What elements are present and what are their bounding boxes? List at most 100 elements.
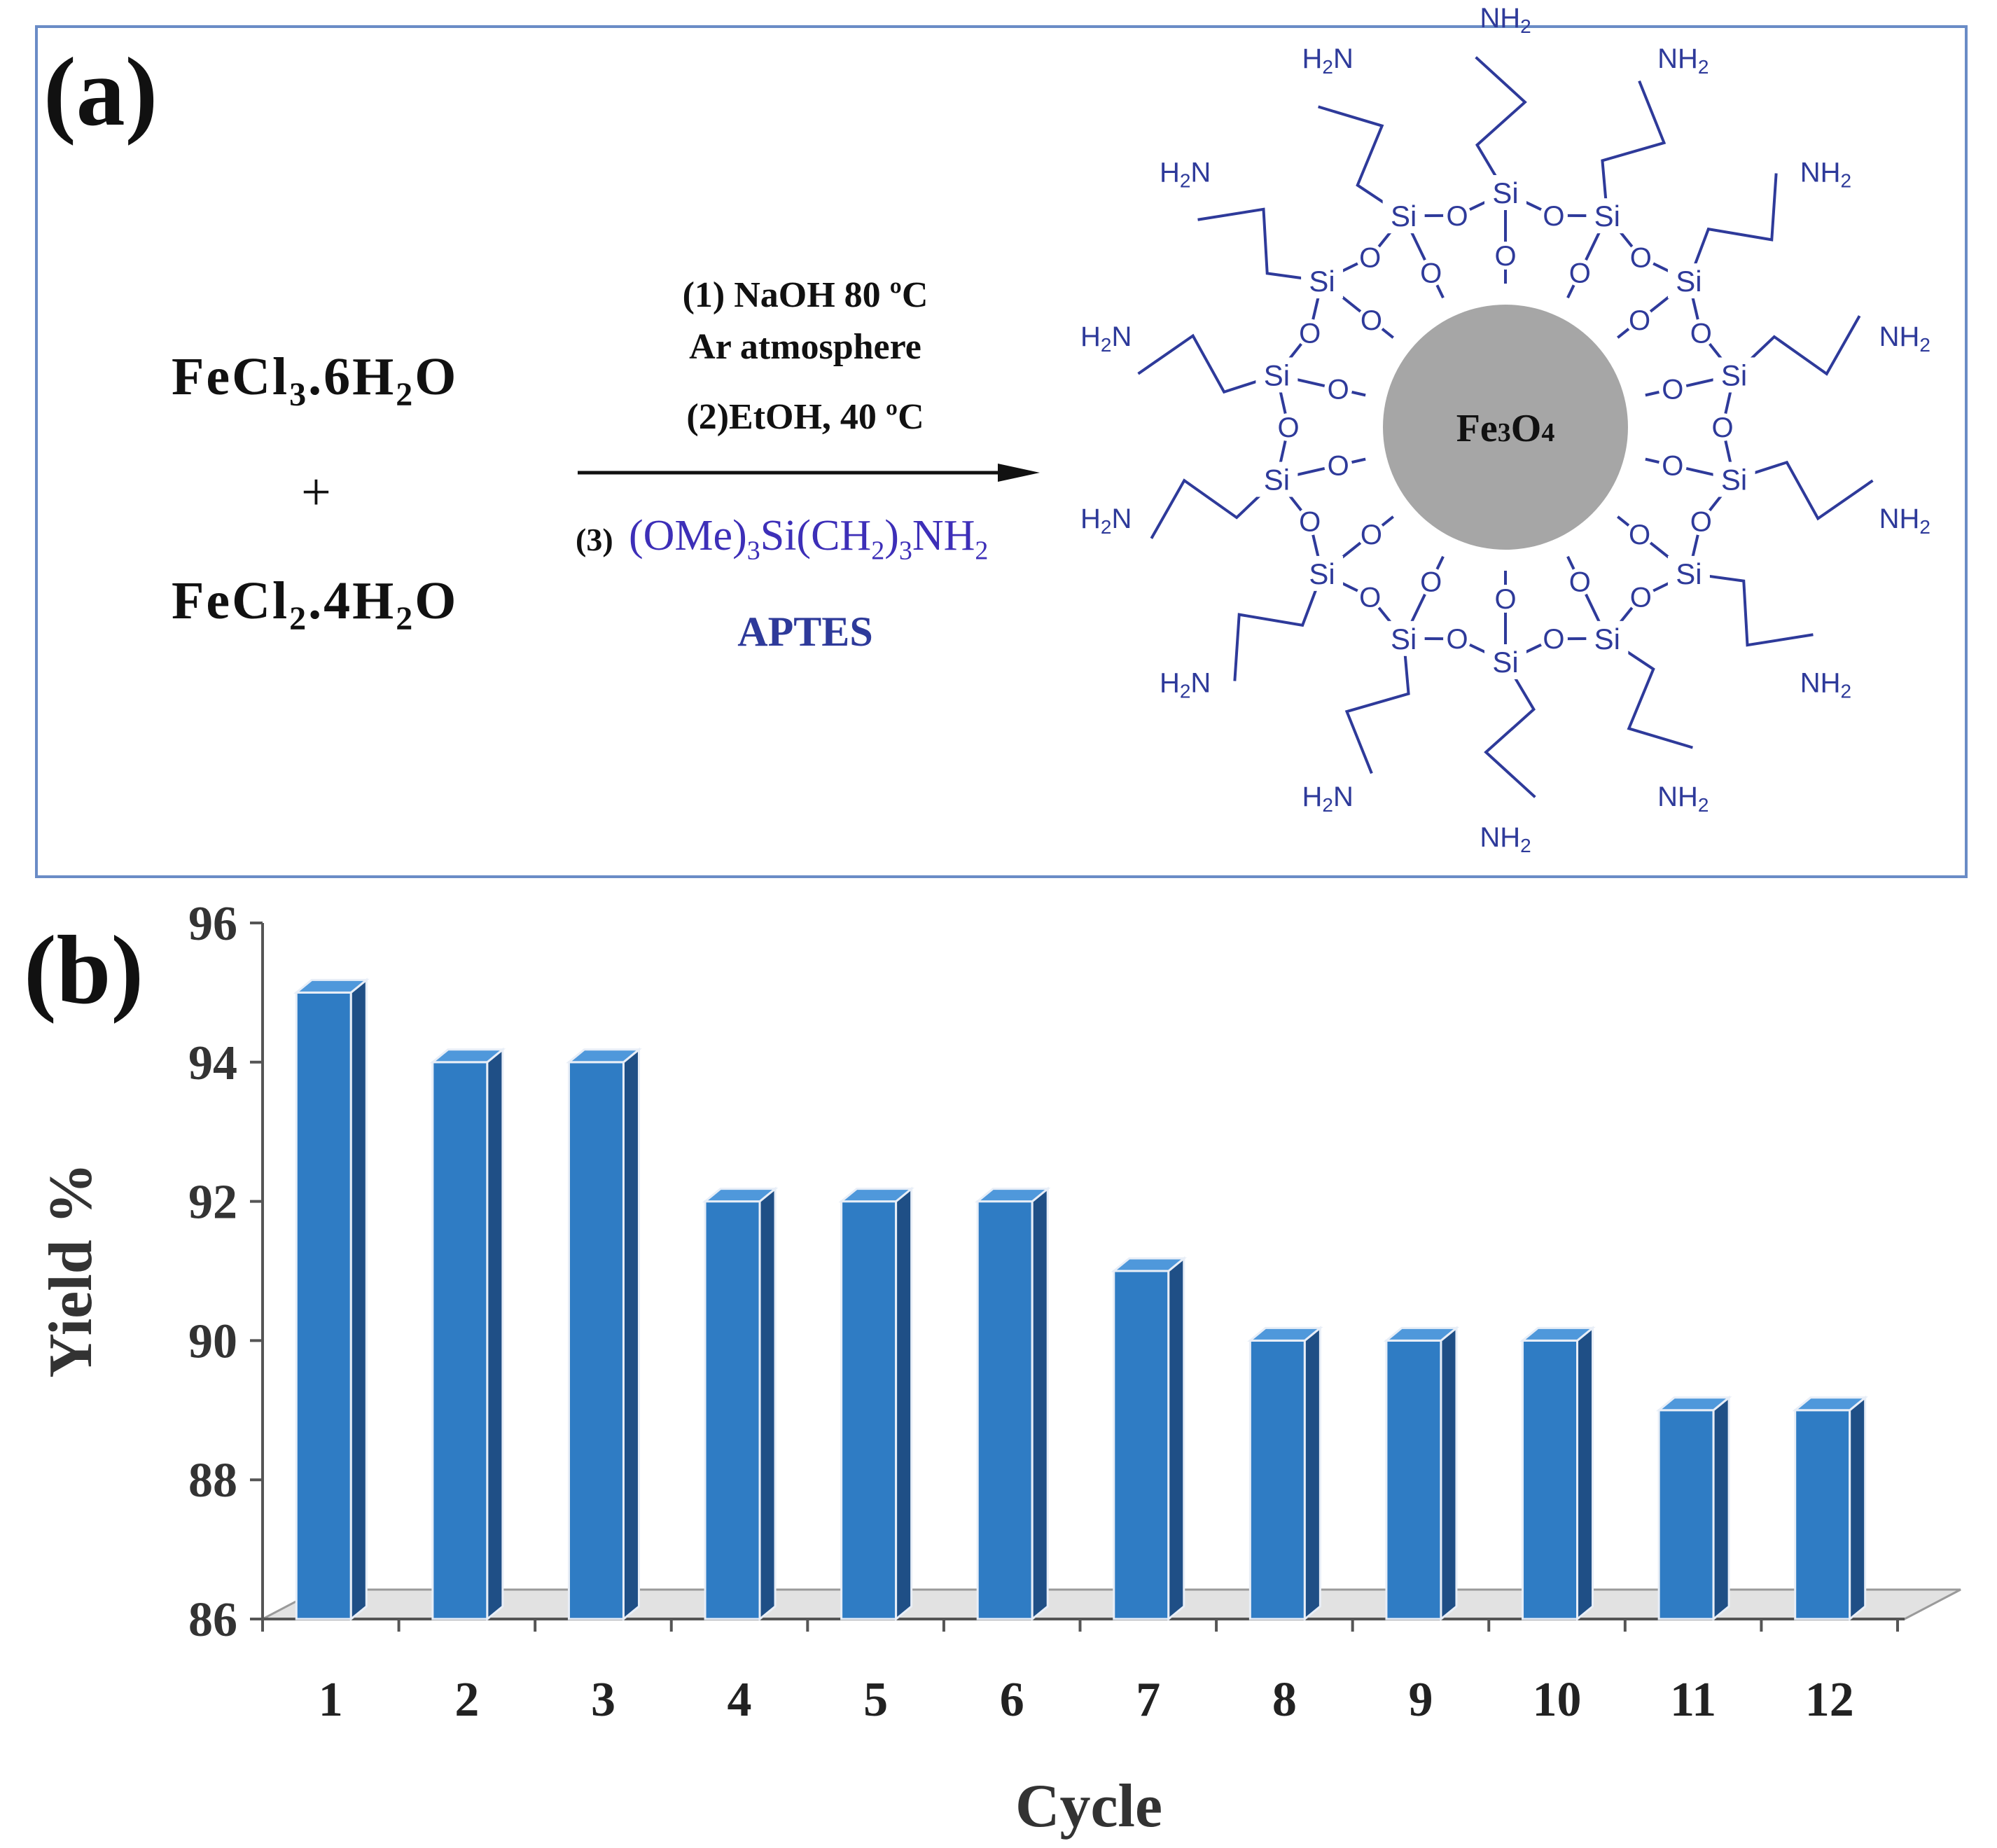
bridge-oxygen-bg [1566, 258, 1594, 287]
bar [1655, 1395, 1732, 1622]
x-tick-label: 3 [591, 1673, 615, 1727]
x-tick-label: 1 [319, 1673, 343, 1727]
bar [838, 1186, 914, 1622]
bridge-oxygen-bg [1491, 242, 1519, 270]
amine-group: NH2 [1800, 668, 1851, 702]
ring-oxygen-atom: O [1543, 201, 1564, 232]
amine-group: NH2 [1879, 321, 1930, 356]
y-tick-label: 92 [188, 1176, 237, 1230]
bar [1519, 1326, 1596, 1622]
ring-oxygen-atom: O [1277, 412, 1299, 443]
bar [702, 1186, 779, 1622]
reaction-arrow [578, 462, 1040, 483]
y-tick-label: 88 [188, 1454, 237, 1508]
bar-side [1849, 1395, 1867, 1622]
y-tick-label: 86 [188, 1593, 237, 1647]
x-axis-title: Cycle [1015, 1772, 1162, 1840]
silicon-atom-bg [1484, 175, 1526, 210]
silicon-atom-bg [1713, 461, 1755, 497]
scheme-panel [35, 25, 1968, 878]
bar-side [1167, 1256, 1185, 1622]
bar-side [622, 1047, 640, 1622]
ring-oxygen-bg [1627, 583, 1655, 611]
silicon-atom-bg [1255, 357, 1298, 393]
bar-front [1522, 1339, 1579, 1620]
reagent-name: APTES [737, 609, 873, 655]
silicon-atom: Si [1264, 359, 1290, 391]
bar-front [431, 1061, 489, 1620]
y-tick-label: 94 [188, 1036, 237, 1090]
x-tick-label: 12 [1805, 1673, 1854, 1727]
bridge-oxygen-atom: O [1662, 451, 1683, 482]
bar-top [293, 978, 370, 994]
bridge-oxygen-atom: O [1361, 520, 1382, 550]
ring-oxygen-bg [1295, 507, 1324, 536]
bar-top [429, 1048, 506, 1064]
x-tick-label: 9 [1408, 1673, 1433, 1727]
bridge-oxygen-atom: O [1569, 567, 1591, 598]
ring-oxygen-atom: O [1690, 318, 1712, 349]
bar-top [566, 1048, 642, 1064]
amine-group: NH2 [1480, 822, 1531, 856]
bar-side [486, 1047, 504, 1622]
ring-oxygen-atom: O [1630, 243, 1652, 274]
silicon-atom-bg [1382, 620, 1425, 656]
ring-oxygen-bg [1443, 625, 1472, 653]
bridge-oxygen-atom: O [1494, 241, 1516, 272]
ring-oxygen-bg [1539, 625, 1568, 653]
amine-group: H2N [1302, 781, 1353, 816]
silicon-atom: Si [1492, 646, 1518, 679]
bridge-oxygen-atom: O [1629, 520, 1650, 550]
bar-side [758, 1186, 777, 1622]
silicon-atom: Si [1721, 464, 1747, 496]
bridge-oxygen-bg [1324, 451, 1353, 480]
x-tick-label: 11 [1670, 1673, 1716, 1727]
x-tick-label: 7 [1136, 1673, 1160, 1727]
amine-group: H2N [1160, 157, 1211, 191]
bar-front [976, 1200, 1034, 1620]
bridge-oxygen-bg [1417, 258, 1445, 287]
silicon-atom-bg [1484, 644, 1526, 679]
silicon-atom: Si [1492, 176, 1518, 209]
bar-front [295, 991, 352, 1620]
bar-front [704, 1200, 761, 1620]
amine-group: NH2 [1480, 3, 1531, 37]
ring-oxygen-atom: O [1446, 624, 1468, 655]
bar-front [1248, 1339, 1306, 1620]
bar [1247, 1326, 1323, 1622]
ring-oxygen-bg [1356, 243, 1384, 272]
bridge-oxygen-atom: O [1328, 374, 1349, 405]
x-tick-label: 2 [454, 1673, 479, 1727]
silicon-atom: Si [1391, 200, 1417, 232]
ring-oxygen-bg [1274, 413, 1302, 441]
x-tick-label: 4 [728, 1673, 752, 1727]
silicon-atom: Si [1676, 557, 1702, 590]
bridge-oxygen-bg [1324, 375, 1353, 403]
silicon-atom: Si [1309, 265, 1335, 298]
ring-oxygen-atom: O [1543, 624, 1564, 655]
bar-top [1519, 1326, 1596, 1342]
bridge-oxygen-atom: O [1662, 374, 1683, 405]
bridge-oxygen-bg [1357, 520, 1386, 548]
ring-oxygen-bg [1295, 319, 1324, 347]
silicon-atom-bg [1667, 555, 1710, 591]
bar-front [1113, 1270, 1170, 1620]
bridge-oxygen-atom: O [1328, 451, 1349, 482]
bar [1111, 1256, 1187, 1622]
ring-oxygen-bg [1356, 583, 1384, 611]
bar-top [1247, 1326, 1323, 1342]
reactant-ferric-chloride: FeCl3.6H2O [172, 347, 459, 414]
silicon-atom: Si [1264, 464, 1290, 496]
ring-oxygen-atom: O [1711, 412, 1733, 443]
amine-group: H2N [1302, 43, 1353, 78]
y-tick-label: 96 [188, 897, 237, 951]
plus-sign: + [301, 463, 333, 522]
magnetite-core [1383, 305, 1628, 550]
bridge-oxygen-atom: O [1569, 258, 1591, 289]
silicon-atom-bg [1301, 263, 1344, 299]
silicon-atom-bg [1382, 198, 1425, 234]
ring-oxygen-bg [1627, 243, 1655, 272]
condition-naoh: (1) NaOH 80 ºC [682, 275, 928, 315]
bar [429, 1047, 506, 1622]
amine-group: NH2 [1657, 781, 1709, 816]
